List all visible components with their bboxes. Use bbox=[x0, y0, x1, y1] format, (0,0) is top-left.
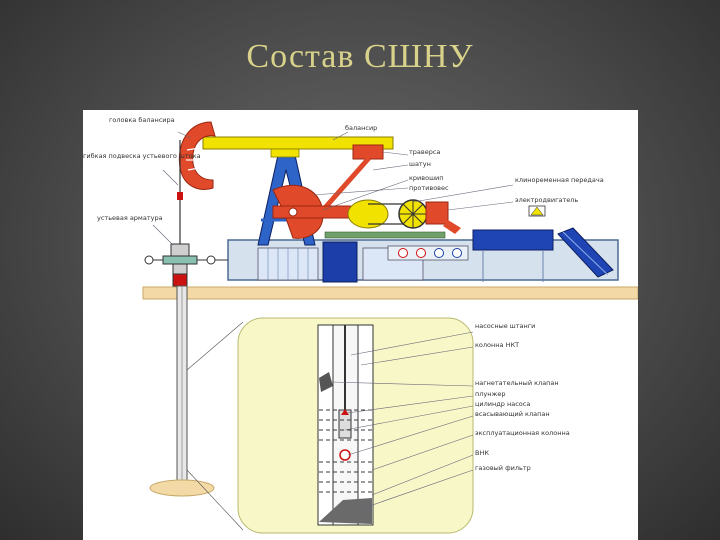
label-pump-barrel: цилиндр насоса bbox=[475, 400, 530, 408]
label-gas-filter: газовый фильтр bbox=[475, 464, 531, 472]
diagram-panel: головка балансира балансир гибкая подвес… bbox=[83, 110, 638, 540]
label-walking-beam: балансир bbox=[345, 124, 377, 132]
label-counterweight: противовес bbox=[409, 184, 449, 192]
standing-valve bbox=[339, 449, 351, 461]
crank bbox=[272, 205, 354, 219]
label-horsehead: головка балансира bbox=[109, 116, 175, 124]
label-pitman: шатун bbox=[409, 160, 431, 168]
equalizer bbox=[352, 144, 384, 160]
label-belt-drive: клиноременная передача bbox=[515, 176, 604, 184]
formation-bottom bbox=[149, 479, 215, 497]
ground-line bbox=[142, 286, 638, 300]
label-casing: эксплуатационная колонна bbox=[475, 429, 570, 437]
warning-sign-3 bbox=[434, 248, 444, 258]
label-plunger: плунжер bbox=[475, 390, 505, 398]
pitman bbox=[321, 156, 371, 212]
label-owc: ВНК bbox=[475, 449, 489, 457]
warning-sign-2 bbox=[416, 248, 426, 258]
label-wellhead: устьевая арматура bbox=[97, 214, 163, 222]
electric-motor bbox=[425, 201, 449, 225]
warning-sign-4 bbox=[452, 248, 462, 258]
label-equalizer: траверса bbox=[409, 148, 440, 156]
label-motor: электродвигатель bbox=[515, 196, 578, 204]
gearbox bbox=[347, 199, 389, 229]
gas-filter bbox=[319, 498, 372, 524]
label-crank: кривошип bbox=[409, 174, 444, 182]
wellhead bbox=[144, 243, 228, 287]
warning-sign-panel bbox=[387, 245, 469, 261]
right-platform bbox=[472, 229, 554, 251]
label-bridle: гибкая подвеска устьевого штока bbox=[83, 152, 201, 160]
label-tubing: колонна НКТ bbox=[475, 341, 519, 349]
label-discharge-valve: нагнетательный клапан bbox=[475, 379, 559, 387]
discharge-valve-mark bbox=[319, 372, 333, 392]
pumping-unit-diagram: головка балансира балансир гибкая подвес… bbox=[83, 116, 638, 534]
label-sucker-rods: насосные штанги bbox=[475, 322, 535, 330]
warning-sign-1 bbox=[398, 248, 408, 258]
label-standing-valve: всасывающий клапан bbox=[475, 410, 550, 418]
control-cabinet bbox=[322, 241, 358, 283]
slide-title: Состав СШНУ bbox=[246, 38, 474, 75]
